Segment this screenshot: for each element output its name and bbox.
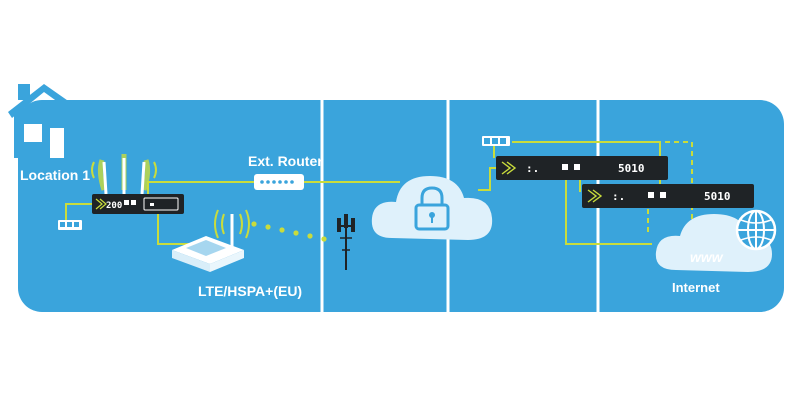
lte-router-device[interactable] (172, 236, 244, 272)
central-router-a-ports: :. (526, 162, 539, 175)
local-router[interactable]: 200 (92, 194, 184, 214)
house-icon (8, 84, 84, 158)
switch-icon-top (482, 136, 510, 146)
vpn-cloud (371, 176, 493, 240)
central-router-a[interactable]: :. 5010 (496, 156, 668, 180)
central-router-a-model: 5010 (618, 162, 645, 175)
lte-label: LTE/HSPA+(EU) (198, 283, 302, 299)
dashed-lines (512, 141, 693, 232)
local-router-model: 200 (106, 201, 122, 211)
central-router-b[interactable]: :. 5010 (582, 184, 754, 208)
ext-router-label: Ext. Router (248, 153, 323, 169)
cell-tower-icon (337, 214, 355, 270)
switch-icon (58, 220, 82, 230)
location-label: Location 1 (20, 167, 90, 183)
lte-wireless-link (251, 221, 327, 242)
wifi-antenna-icon (91, 154, 157, 195)
central-router-b-ports: :. (612, 190, 625, 203)
internet-label: Internet (672, 280, 720, 295)
central-router-b-model: 5010 (704, 190, 731, 203)
lock-icon (414, 186, 450, 231)
www-label: www (690, 249, 724, 265)
lte-antenna-icon (214, 209, 250, 248)
globe-icon (735, 209, 777, 251)
ext-router-device[interactable] (254, 174, 304, 190)
